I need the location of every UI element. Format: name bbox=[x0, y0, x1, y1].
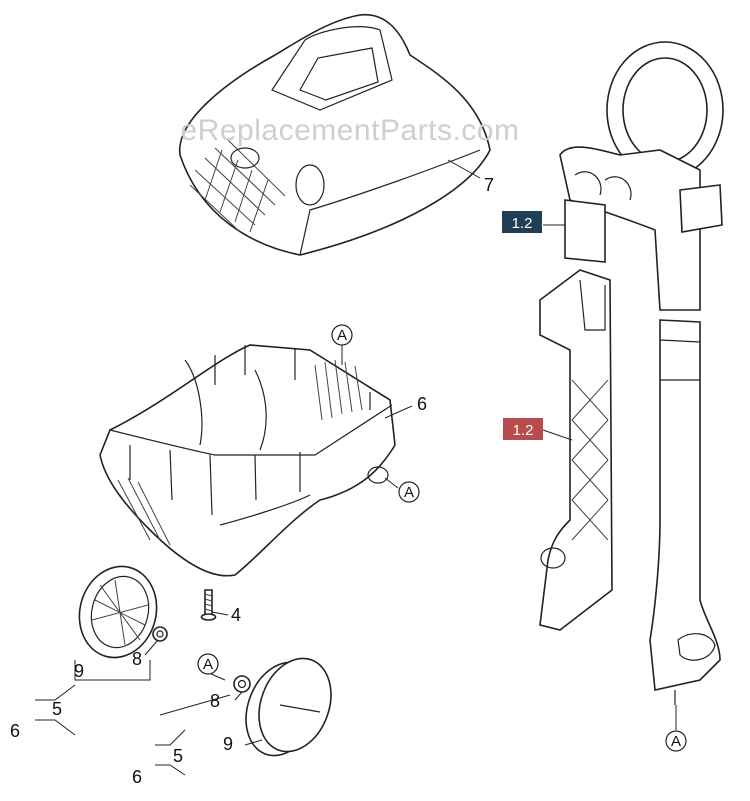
callout-8-rear: 8 bbox=[210, 691, 220, 711]
part-tag-background bbox=[502, 211, 542, 233]
part-tag-1-2-middle[interactable]: 1.2 bbox=[503, 418, 543, 440]
callout-6-rear: 6 bbox=[132, 767, 142, 787]
front-wheel-part bbox=[78, 565, 168, 659]
callout-8-front: 8 bbox=[132, 649, 142, 669]
callout-6-body: 6 bbox=[417, 394, 427, 414]
callout-9-rear: 9 bbox=[223, 734, 233, 754]
callout-7: 7 bbox=[484, 175, 494, 195]
handle-assembly-part bbox=[559, 41, 724, 705]
reference-a-body-top: A bbox=[331, 324, 353, 346]
callout-5-front: 5 bbox=[52, 699, 62, 719]
rear-wheel-part bbox=[233, 657, 332, 757]
top-cover-part bbox=[179, 13, 491, 256]
part-tag-label: 1.2 bbox=[513, 422, 534, 439]
main-body-part bbox=[99, 344, 396, 577]
watermark-text: eReplacementParts.com bbox=[181, 114, 520, 147]
bracket-part bbox=[539, 269, 613, 631]
leader-lines bbox=[35, 159, 677, 776]
part-tag-1-2-top[interactable]: 1.2 bbox=[502, 211, 542, 233]
screw-part bbox=[200, 589, 217, 621]
svg-text:A: A bbox=[404, 484, 414, 501]
svg-text:A: A bbox=[203, 656, 213, 673]
part-tag-label: 1.2 bbox=[512, 215, 533, 232]
reference-a-body-side: A bbox=[398, 481, 420, 503]
callout-6-front: 6 bbox=[10, 721, 20, 741]
reference-a-handle: A bbox=[665, 730, 687, 752]
callout-4: 4 bbox=[231, 605, 241, 625]
svg-text:A: A bbox=[337, 327, 347, 344]
part-tag-background bbox=[503, 418, 543, 440]
svg-text:A: A bbox=[671, 733, 681, 750]
callout-9-front: 9 bbox=[74, 661, 84, 681]
reference-a-wheel: A bbox=[197, 653, 219, 675]
callout-5-rear: 5 bbox=[173, 746, 183, 766]
